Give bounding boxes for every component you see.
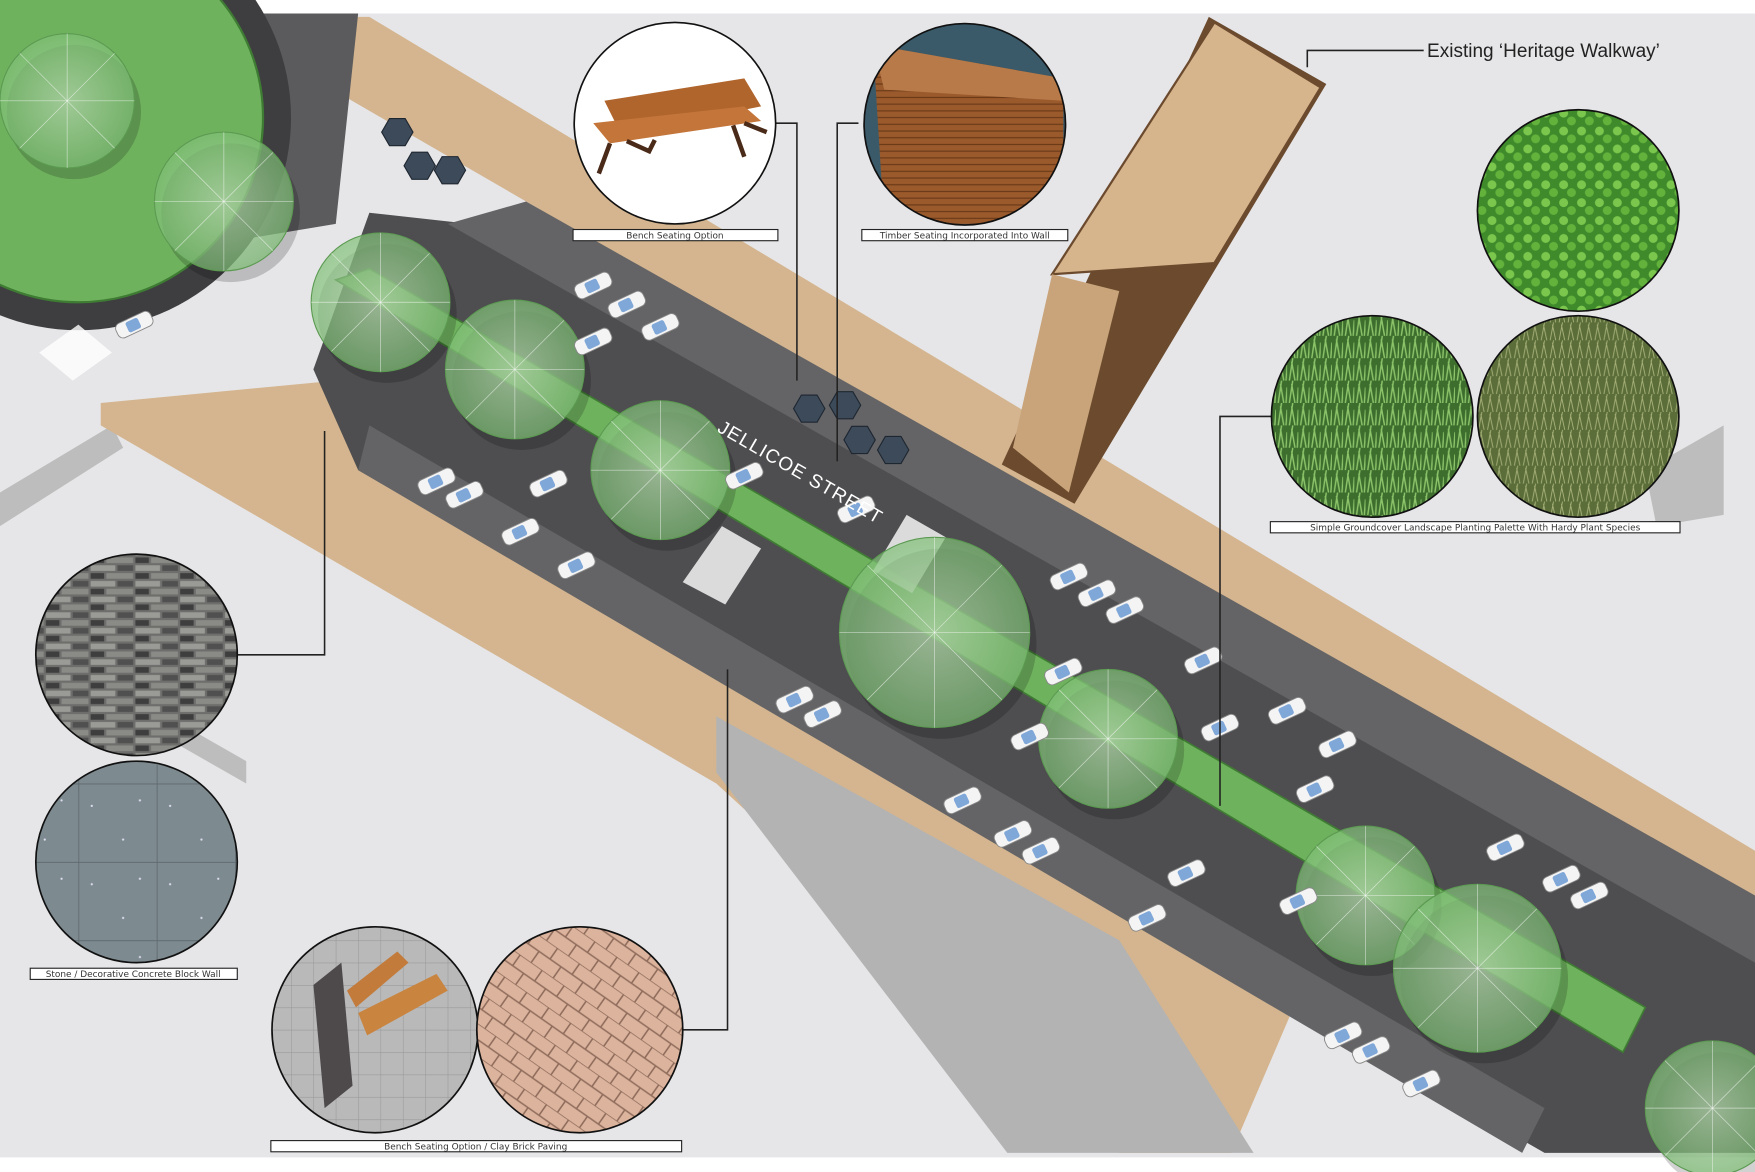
umbrella-icon: [403, 151, 437, 180]
parked-car: [1267, 697, 1307, 725]
parked-car: [1128, 904, 1167, 932]
bench-image-2: [271, 926, 478, 1133]
stone-wall-image: [34, 553, 239, 757]
umbrella-icon: [843, 425, 876, 455]
parked-car: [607, 290, 646, 319]
callout-groundcover: Simple Groundcover Landscape Planting Pa…: [1269, 108, 1681, 534]
callout-label: Bench Seating Option: [626, 231, 723, 241]
tree-canopy: [590, 400, 737, 551]
parked-car: [557, 551, 596, 580]
umbrella-icon: [381, 118, 414, 147]
parked-car: [1323, 1021, 1363, 1050]
parked-car: [1184, 646, 1223, 675]
callout-label: Bench Seating Option / Clay Brick Paving: [384, 1143, 567, 1153]
tree-canopy: [444, 299, 591, 451]
parked-car: [1295, 775, 1335, 803]
parked-car: [1044, 657, 1083, 686]
parked-car: [993, 820, 1033, 848]
trees-layer: [0, 33, 1755, 1172]
callout-timber: Timber Seating Incorporated Into Wall: [861, 22, 1069, 241]
parked-car: [1010, 722, 1049, 751]
bench-image: [593, 78, 768, 175]
concrete-block-image: [34, 760, 239, 964]
parked-car: [1542, 864, 1581, 893]
parked-car: [1351, 1036, 1391, 1064]
callout-wall: Stone / Decorative Concrete Block Wall: [29, 553, 239, 980]
tree-canopy: [153, 131, 300, 283]
callout-label: Timber Seating Incorporated Into Wall: [879, 231, 1050, 241]
parked-car: [501, 517, 540, 546]
south-carpark-paving: [716, 716, 1254, 1153]
callout-paving: Bench Seating Option / Clay Brick Paving: [270, 925, 684, 1153]
parked-car: [803, 700, 842, 728]
parked-car: [1167, 859, 1206, 887]
parked-car: [529, 469, 568, 498]
tree-canopy: [838, 536, 1037, 739]
callout-label: Stone / Decorative Concrete Block Wall: [46, 970, 221, 980]
clay-brick-image: [475, 925, 684, 1134]
parked-car: [115, 310, 154, 339]
parked-car: [943, 786, 982, 815]
parked-car: [725, 462, 764, 490]
callout-leaders: [235, 122, 1272, 1031]
parked-car: [1402, 1069, 1441, 1098]
parked-car: [1486, 833, 1525, 862]
parked-car: [1279, 887, 1318, 915]
tree-canopy: [1038, 668, 1185, 820]
parked-car: [1049, 562, 1089, 591]
south-parking-strip: [358, 425, 1545, 1153]
parked-car: [445, 481, 484, 509]
tree-canopy: [310, 232, 457, 383]
heritage-walkway: [1001, 16, 1327, 504]
parked-car: [574, 327, 613, 356]
grass-image: [1270, 314, 1474, 519]
parked-car: [1021, 836, 1061, 865]
tree-canopy: [1644, 1040, 1755, 1172]
umbrella-icon: [876, 435, 910, 465]
hedge-image: [1476, 108, 1680, 313]
parked-car: [1318, 730, 1357, 759]
parked-car: [1570, 881, 1609, 910]
heritage-leader: [1306, 49, 1424, 68]
parked-car: [574, 271, 613, 300]
parked-car: [417, 467, 456, 496]
parked-car: [641, 313, 680, 341]
parked-car: [775, 685, 814, 714]
parked-car: [1077, 579, 1117, 608]
callout-bench-top: Bench Seating Option: [572, 21, 779, 241]
tree-canopy: [0, 33, 142, 180]
parked-car: [1105, 596, 1145, 624]
callout-label: Simple Groundcover Landscape Planting Pa…: [1310, 524, 1640, 534]
tussock-image: [1476, 314, 1680, 519]
umbrella-icon: [792, 394, 826, 423]
parked-car: [837, 495, 876, 524]
umbrella-icon: [433, 156, 467, 185]
heritage-walkway-label: Existing ‘Heritage Walkway’: [1427, 41, 1660, 62]
tree-canopy: [1392, 883, 1569, 1064]
